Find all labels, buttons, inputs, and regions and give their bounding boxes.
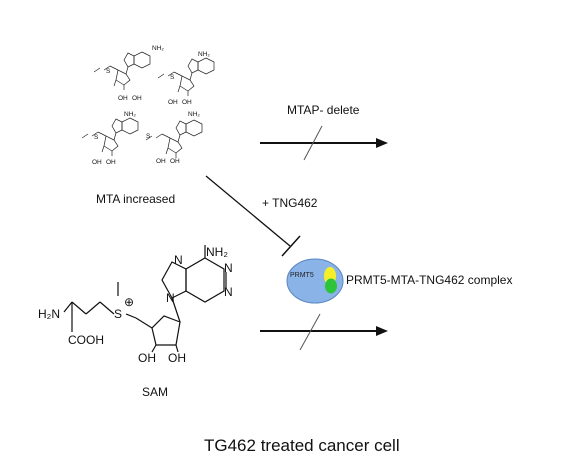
sam-molecule bbox=[63, 245, 227, 353]
mta-s-label: S bbox=[146, 133, 151, 140]
mta-oh-label: OH bbox=[92, 159, 102, 166]
mtap-delete-label: MTAP- delete bbox=[287, 103, 360, 117]
sam-cooh-label: COOH bbox=[68, 333, 104, 347]
mta-nh2-label: NH₂ bbox=[152, 45, 164, 52]
sam-oh-label: OH bbox=[168, 351, 186, 365]
mta-atom-labels: NH₂ NH₂ NH₂ NH₂ S S S S OH OH OH OH OH O… bbox=[92, 45, 210, 166]
mta-molecule-2 bbox=[157, 57, 215, 97]
mtap-delete-arrow bbox=[260, 125, 388, 161]
sam-atom-labels: NH₂ N N N N S ⊕ OH OH H₂N COOH bbox=[38, 245, 233, 365]
tng462-blob bbox=[325, 278, 337, 294]
mta-nh2-label: NH₂ bbox=[198, 51, 210, 58]
sam-oh-label: OH bbox=[138, 351, 156, 365]
mta-s-label: S bbox=[170, 74, 175, 81]
sam-plus-label: ⊕ bbox=[124, 295, 134, 309]
sam-n-label: N bbox=[166, 291, 175, 305]
tng462-label: + TNG462 bbox=[262, 196, 318, 210]
prmt5-complex: PRMT5 bbox=[286, 258, 344, 304]
mta-oh-label: OH bbox=[132, 95, 142, 102]
sam-n-label: N bbox=[174, 253, 183, 267]
mta-nh2-label: NH₂ bbox=[188, 111, 200, 118]
mta-oh-label: OH bbox=[182, 99, 192, 106]
complex-label: PRMT5-MTA-TNG462 complex bbox=[346, 273, 513, 287]
mta-nh2-label: NH₂ bbox=[124, 111, 136, 118]
mta-oh-label: OH bbox=[106, 159, 116, 166]
mta-oh-label: OH bbox=[168, 99, 178, 106]
mta-molecule-1 bbox=[93, 51, 151, 91]
diagram-title: TG462 treated cancer cell bbox=[204, 436, 400, 455]
mta-molecule-3 bbox=[81, 117, 139, 157]
mta-molecule-4 bbox=[145, 119, 203, 159]
mta-increased-label: MTA increased bbox=[96, 192, 176, 206]
mta-s-label: S bbox=[94, 134, 99, 141]
sam-nh2-label: NH₂ bbox=[206, 245, 228, 259]
sam-n-label: N bbox=[224, 261, 233, 275]
sam-s-label: S bbox=[114, 307, 122, 321]
mta-oh-label: OH bbox=[156, 158, 166, 165]
inhibition-line bbox=[205, 175, 301, 257]
sam-h2n-label: H₂N bbox=[38, 307, 60, 321]
mta-oh-label: OH bbox=[170, 158, 180, 165]
sam-n-label: N bbox=[224, 285, 233, 299]
prmt5-label: PRMT5 bbox=[290, 272, 314, 279]
mta-oh-label: OH bbox=[118, 95, 128, 102]
blocked-arrow bbox=[260, 313, 388, 351]
sam-label: SAM bbox=[142, 385, 169, 399]
mta-s-label: S bbox=[106, 68, 111, 75]
